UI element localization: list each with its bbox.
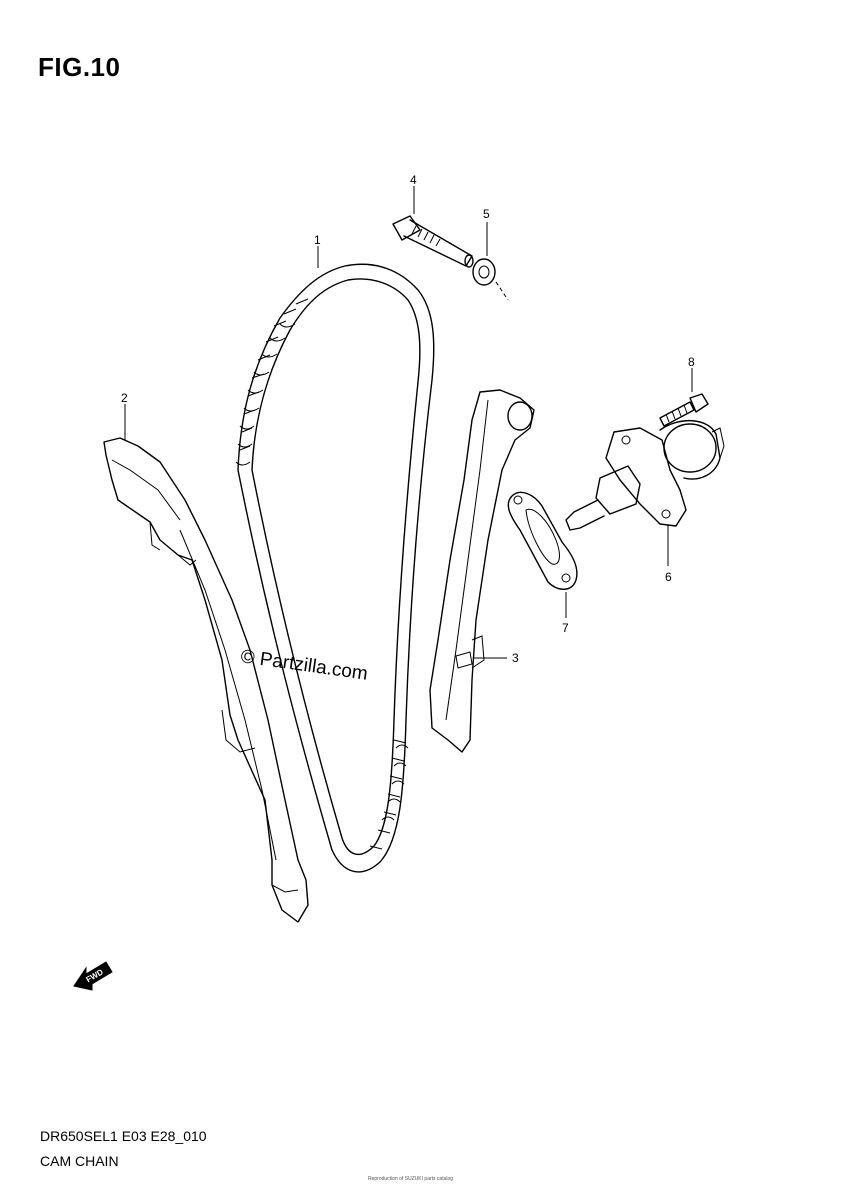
callout-4: 4 xyxy=(410,173,417,187)
tensioner-guide-bolt[interactable] xyxy=(392,215,474,268)
cam-chain[interactable] xyxy=(235,263,435,873)
leader-lines xyxy=(124,186,693,659)
model-code: DR650SEL1 E03 E28_010 xyxy=(40,1128,207,1144)
callout-1: 1 xyxy=(314,233,321,247)
callout-8: 8 xyxy=(688,355,695,369)
adjuster-bolt[interactable] xyxy=(659,393,709,427)
washer[interactable] xyxy=(472,258,509,301)
figure-title: FIG.10 xyxy=(38,52,121,82)
callout-7: 7 xyxy=(562,621,569,635)
callout-3: 3 xyxy=(512,651,519,665)
partzilla-watermark: © Partzilla.com xyxy=(239,646,369,685)
callout-6: 6 xyxy=(665,570,672,584)
callout-numbers: 1 2 3 4 5 6 7 8 xyxy=(121,173,695,665)
chain-tensioner-adjuster[interactable] xyxy=(565,419,725,531)
callout-5: 5 xyxy=(483,207,490,221)
fine-print: Reproduction of SUZUKI parts catalog xyxy=(368,1176,454,1182)
chain-guide-front[interactable] xyxy=(103,437,309,923)
section-name: CAM CHAIN xyxy=(40,1153,119,1169)
callout-2: 2 xyxy=(121,391,128,405)
gasket[interactable] xyxy=(507,491,578,590)
chain-tensioner-guide[interactable] xyxy=(429,389,535,753)
forward-direction-arrow-icon: FWD xyxy=(73,961,113,991)
